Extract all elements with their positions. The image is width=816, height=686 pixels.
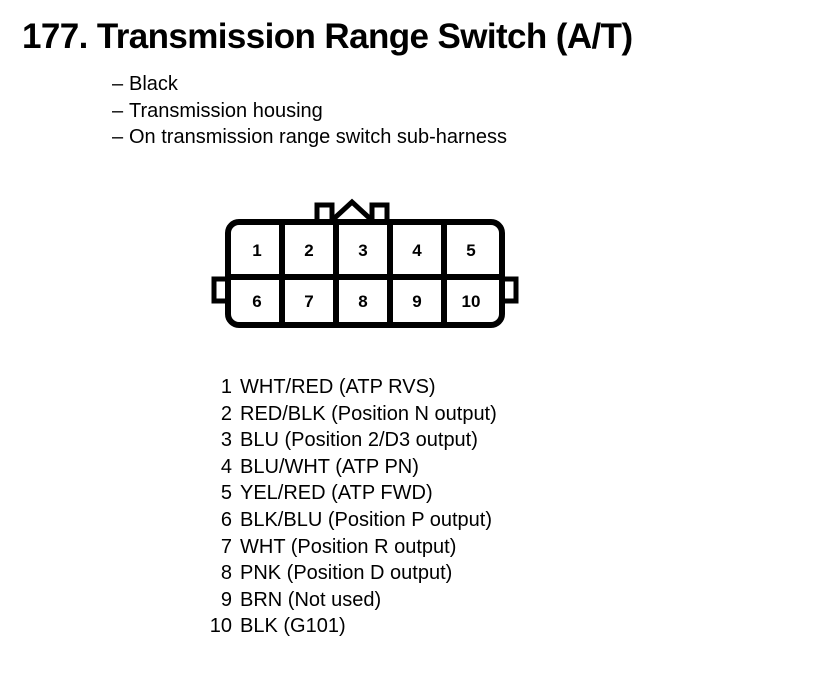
description-list: – Black – Transmission housing – On tran… — [112, 71, 712, 151]
connector-pin-6: 6 — [252, 292, 261, 311]
pin-legend-number: 4 — [220, 455, 232, 478]
pin-legend-row: 5 YEL/RED (ATP FWD) — [200, 480, 497, 507]
side-tab-right — [500, 276, 519, 304]
pin-legend-description: BLU (Position 2/D3 output) — [240, 429, 478, 452]
pin-legend-row: 9 BRN (Not used) — [200, 587, 497, 614]
description-text: Black — [129, 73, 178, 95]
connector-pin-9: 9 — [412, 292, 421, 311]
connector-pin-5: 5 — [466, 241, 475, 260]
pin-legend-number: 2 — [220, 402, 232, 425]
dash-marker: – — [112, 126, 124, 148]
connector-pin-4: 4 — [412, 241, 422, 260]
pin-legend-row: 7 WHT (Position R output) — [200, 534, 497, 561]
pin-legend-row: 4 BLU/WHT (ATP PN) — [200, 454, 497, 481]
pin-legend-row: 2 RED/BLK (Position N output) — [200, 401, 497, 428]
connector-pin-2: 2 — [304, 241, 313, 260]
pin-legend-row: 6 BLK/BLU (Position P output) — [200, 507, 497, 534]
pin-legend-number: 6 — [220, 508, 232, 531]
description-item: – On transmission range switch sub-harne… — [112, 124, 712, 151]
pin-legend-number: 10 — [209, 615, 232, 638]
description-text: Transmission housing — [129, 99, 323, 122]
pin-legend-number: 3 — [220, 429, 232, 452]
connector-pin-10: 10 — [462, 292, 481, 311]
pin-legend-number: 5 — [220, 482, 232, 505]
pin-legend-description: WHT (Position R output) — [240, 535, 457, 558]
connector-body — [225, 219, 505, 328]
pin-legend-number: 8 — [220, 562, 232, 585]
pin-legend-number: 7 — [220, 535, 232, 558]
dash-marker: – — [112, 99, 124, 122]
connector-pin-8: 8 — [358, 292, 367, 311]
page-title: 177. Transmission Range Switch (A/T) — [22, 17, 633, 56]
pin-legend-description: BLU/WHT (ATP PN) — [240, 455, 419, 478]
pin-legend-row: 8 PNK (Position D output) — [200, 560, 497, 587]
pin-legend-description: BLK (G101) — [240, 615, 346, 638]
pin-legend-description: YEL/RED (ATP FWD) — [240, 482, 433, 505]
pin-legend-description: RED/BLK (Position N output) — [240, 402, 497, 425]
pin-legend-number: 9 — [220, 588, 232, 611]
pin-legend-description: BLK/BLU (Position P output) — [240, 508, 492, 531]
pin-legend-list: 1 WHT/RED (ATP RVS) 2 RED/BLK (Position … — [200, 374, 497, 640]
pin-legend-description: PNK (Position D output) — [240, 562, 453, 585]
side-tab-left — [211, 276, 230, 304]
description-item: – Transmission housing — [112, 98, 712, 125]
description-item: – Black — [112, 71, 712, 98]
pin-legend-row: 10 BLK (G101) — [200, 613, 497, 640]
connector-pin-1: 1 — [252, 241, 261, 260]
pin-legend-description: WHT/RED (ATP RVS) — [240, 376, 436, 398]
latch-chevron-peak — [325, 198, 379, 227]
pin-legend-number: 1 — [220, 376, 232, 398]
connector-pin-3: 3 — [358, 241, 367, 260]
pin-legend-row: 3 BLU (Position 2/D3 output) — [200, 427, 497, 454]
pin-legend-row: 1 WHT/RED (ATP RVS) — [200, 374, 497, 401]
connector-diagram: 1 2 3 4 5 6 7 8 9 10 — [205, 193, 525, 333]
pin-legend-description: BRN (Not used) — [240, 588, 382, 611]
description-text: On transmission range switch sub-harness — [129, 126, 507, 148]
dash-marker: – — [112, 73, 124, 95]
connector-pin-7: 7 — [304, 292, 313, 311]
